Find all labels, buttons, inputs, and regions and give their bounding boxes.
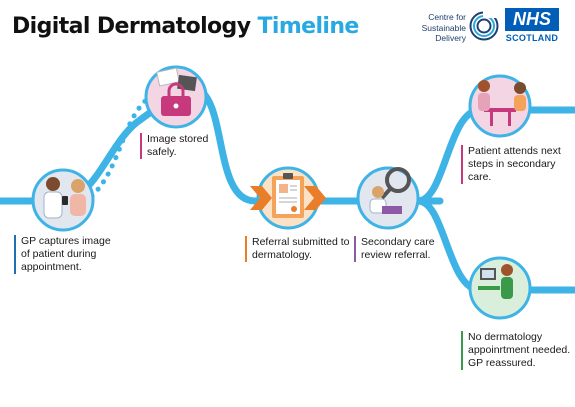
gp-at-computer-icon: [468, 256, 532, 320]
csd-line: Delivery: [435, 33, 466, 43]
step-label-patient-attends: Patient attends next steps in secondary …: [461, 145, 568, 184]
step-label-gp-capture: GP captures image of patient during appo…: [14, 235, 121, 274]
nhs-region: SCOTLAND: [505, 33, 559, 43]
doctor-reviewing-magnifier-icon: [356, 166, 420, 230]
referral-clipboard-icon: [250, 166, 326, 230]
title-accent: Timeline: [257, 14, 360, 39]
timeline-dotted-link: [89, 87, 163, 199]
nhs-logo: NHS: [505, 8, 559, 31]
csd-logo-text: Centre for Sustainable Delivery: [404, 12, 466, 44]
step-label-gp-reassured: No dermatology appoinrtment needed. GP r…: [461, 331, 575, 370]
patient-consultation-icon: [468, 74, 532, 138]
page-title: Digital Dermatology Timeline: [12, 12, 359, 42]
secure-storage-lock-icon: [144, 65, 208, 129]
step-label-secondary-care-review: Secondary care review referral.: [354, 236, 461, 262]
step-label-image-stored: Image stored safely.: [140, 133, 227, 159]
gp-examining-patient-icon: [31, 168, 95, 232]
csd-line: Sustainable: [421, 22, 466, 33]
title-main: Digital Dermatology: [12, 14, 258, 39]
step-label-referral-submitted: Referral submitted to dermatology.: [245, 236, 352, 262]
csd-logo-icon: [469, 11, 499, 41]
csd-line: Centre for: [428, 12, 466, 22]
